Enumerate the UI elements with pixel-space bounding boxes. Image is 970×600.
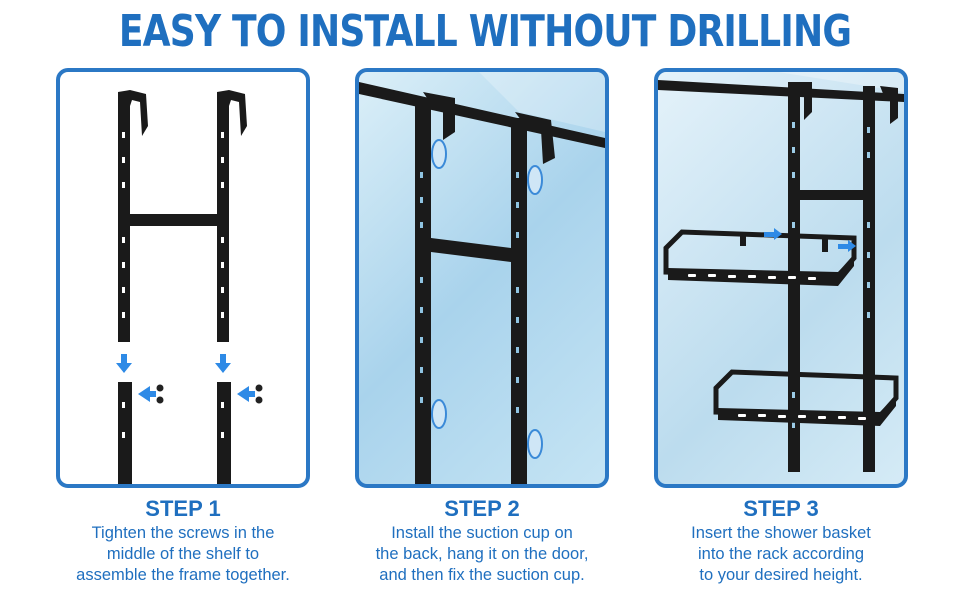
step-2-title: STEP 2	[444, 496, 520, 521]
step-3-line: into the rack according	[697, 545, 864, 563]
frame-lower	[118, 382, 231, 484]
rack-frame	[415, 98, 527, 484]
shower-basket-lower	[713, 369, 899, 426]
step-1-line: Tighten the screws in the	[91, 524, 275, 542]
step-3-title: STEP 3	[743, 496, 819, 521]
step-2-caption: STEP 2 Install the suction cup on the ba…	[332, 496, 632, 586]
step-2-line: and then fix the suction cup.	[379, 566, 585, 584]
step-1-line: middle of the shelf to	[106, 545, 260, 563]
step-1-line: assemble the frame together.	[76, 566, 290, 584]
step-2-illustration	[355, 68, 609, 488]
step-2-line: Install the suction cup on	[391, 524, 573, 542]
step-2-line: the back, hang it on the door,	[375, 545, 589, 563]
right-arrow-icon	[764, 228, 856, 252]
shower-basket-upper	[663, 229, 857, 286]
screw-arrow-icon	[138, 384, 263, 404]
step-3-caption: STEP 3 Insert the shower basket into the…	[631, 496, 931, 586]
step-3-line: Insert the shower basket	[691, 524, 871, 542]
suction-cup-icon	[431, 139, 543, 459]
step-1-caption: STEP 1 Tighten the screws in the middle …	[33, 496, 333, 586]
step-3-line: to your desired height.	[699, 566, 863, 584]
step-3-illustration	[654, 68, 908, 488]
step-1-illustration	[56, 68, 310, 488]
page-headline: EASY TO INSTALL WITHOUT DRILLING	[118, 6, 852, 57]
step-1-description: Tighten the screws in the middle of the …	[33, 523, 333, 586]
step-1-title: STEP 1	[145, 496, 221, 521]
step-2-description: Install the suction cup on the back, han…	[332, 523, 632, 586]
glass-door-edge	[658, 80, 904, 102]
down-arrow-icon	[116, 354, 231, 373]
frame-upper	[118, 90, 247, 342]
step-3-description: Insert the shower basket into the rack a…	[631, 523, 931, 586]
